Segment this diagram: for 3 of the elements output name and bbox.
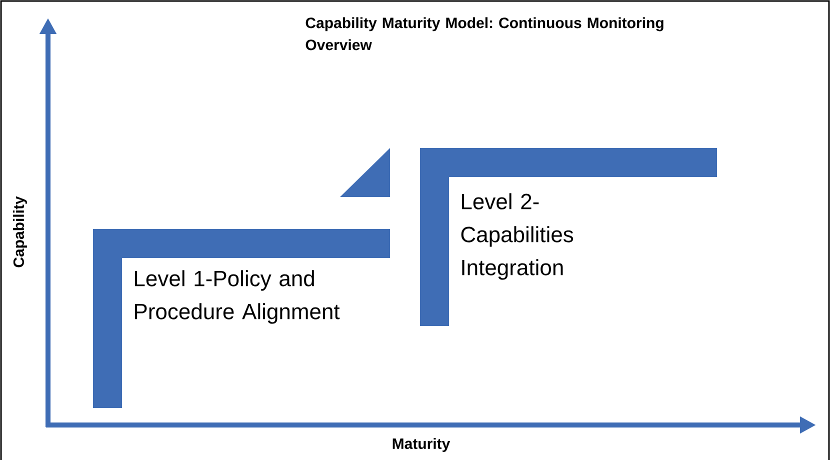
axis-label: Maturity [392, 438, 450, 452]
title: Capability Maturity Model: Continuous Monitoring Overview [306, 17, 664, 50]
axis-label: Capability [13, 196, 27, 268]
